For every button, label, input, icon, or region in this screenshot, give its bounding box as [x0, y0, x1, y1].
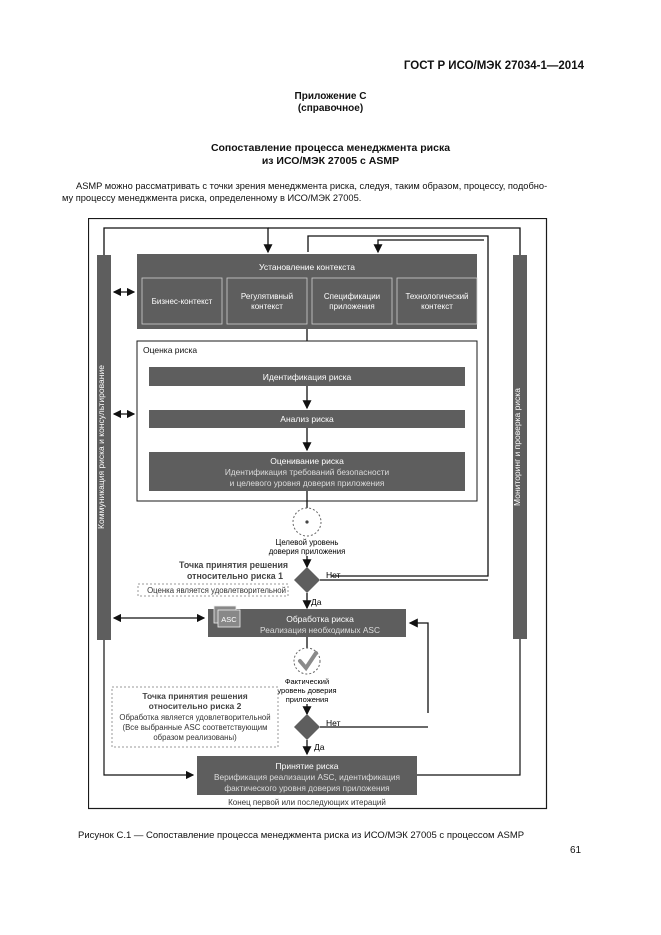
acceptance-line2: фактического уровня доверия приложения: [224, 783, 389, 793]
actual-level-line3: приложения: [286, 695, 329, 704]
context-box-3-label-0: Технологический: [405, 292, 468, 301]
communication-label: Коммуникация риска и консультирование: [96, 365, 106, 529]
evaluation-line2: и целевого уровня доверия приложения: [230, 478, 385, 488]
decision1-no-label: Нет: [326, 570, 341, 580]
monitoring-bar: [513, 255, 527, 639]
decision2-condition2: (Все выбранные ASC соответствующим: [123, 723, 268, 732]
context-box-2-label-0: Спецификации: [324, 292, 380, 301]
intro-line1: ASMP можно рассматривать с точки зрения …: [76, 181, 548, 191]
evaluation-line1: Идентификация требований безопасности: [225, 467, 390, 477]
appendix-title: Приложение С: [294, 91, 367, 102]
loop-right-top: [268, 227, 521, 255]
target-level-line2: доверия приложения: [269, 547, 346, 556]
treatment-box: [208, 609, 406, 637]
decision2-no-label: Нет: [326, 718, 341, 728]
context-box-2: [311, 277, 393, 325]
decision2-frame: [111, 686, 279, 748]
treatment-title: Обработка риска: [286, 614, 354, 624]
intro-line2: му процессу менеджмента риска, определен…: [62, 193, 362, 203]
decision2-condition3: образом реализованы): [153, 733, 237, 742]
asc-badge: [217, 609, 241, 628]
decision1-title2: относительно риска 1: [187, 571, 283, 581]
decision1-yes-label: Да: [311, 597, 322, 607]
decision2-condition1: Обработка является удовлетворительной: [119, 713, 270, 722]
assessment-label: Оценка риска: [143, 345, 197, 355]
loop-decision2-no: [408, 618, 429, 713]
decision2-yes-label: Да: [314, 742, 325, 752]
target-level-line1: Целевой уровень: [276, 538, 339, 547]
analysis-label: Анализ риска: [280, 414, 334, 424]
outer-frame: [88, 218, 548, 810]
acceptance-title: Принятие риска: [276, 761, 339, 771]
context-title: Установление контекста: [259, 262, 355, 272]
treatment-subtitle: Реализация необходимых ASC: [260, 625, 380, 635]
context-box-1-label-0: Регулятивный: [241, 292, 293, 301]
section-title-line1: Сопоставление процесса менеджмента риска: [210, 142, 451, 154]
context-box-2-label-1: приложения: [329, 302, 374, 311]
decision2-title2: относительно риска 2: [149, 701, 242, 711]
identification-box: [149, 367, 465, 386]
loop-decision1-top: [373, 239, 484, 254]
context-box-3: [396, 277, 478, 325]
context-box-0-label-0: Бизнес-контекст: [152, 297, 213, 306]
communication-bar: [97, 255, 111, 640]
risk-management-diagram: Коммуникация риска и консультирование Мо…: [88, 218, 548, 810]
analysis-box: [149, 410, 465, 428]
context-box-1: [226, 277, 308, 325]
figure-caption: Рисунок С.1 — Сопоставление процесса мен…: [78, 830, 525, 841]
loop-left-top: [103, 227, 273, 255]
context-box-3-label-1: контекст: [421, 302, 453, 311]
svg-text:ASC: ASC: [221, 615, 237, 624]
section-title-line2: из ИСО/МЭК 27005 с ASMP: [261, 155, 400, 167]
page-number: 61: [570, 845, 582, 856]
actual-level-line1: Фактический: [285, 677, 329, 686]
context-box-0: [141, 277, 223, 325]
decision1-condition: Оценка является удовлетворительной: [147, 586, 286, 595]
context-boxes: Бизнес-контекстРегулятивныйконтекстСпеци…: [141, 277, 478, 325]
monitoring-label: Мониторинг и проверка риска: [512, 388, 522, 506]
actual-level-line2: уровень доверия: [277, 686, 336, 695]
loop-decision1-no: [307, 235, 489, 577]
acceptance-link-right: [417, 639, 521, 776]
identification-label: Идентификация риска: [263, 372, 352, 382]
acceptance-box: [197, 756, 417, 795]
acceptance-link-left: [103, 640, 195, 780]
decision2-diamond: [294, 714, 320, 740]
context-box-1-label-1: контекст: [251, 302, 283, 311]
evaluation-title: Оценивание риска: [270, 456, 344, 466]
evaluation-box: [149, 452, 465, 491]
acceptance-line1: Верификация реализации ASC, идентификаци…: [214, 772, 400, 782]
check-icon: [298, 651, 318, 672]
end-label: Конец первой или последующих итераций: [228, 798, 386, 807]
decision2-title1: Точка принятия решения: [142, 691, 247, 701]
decision1-title1: Точка принятия решения: [179, 560, 288, 570]
document-code: ГОСТ Р ИСО/МЭК 27034-1—2014: [403, 60, 584, 72]
decision1-diamond: [294, 567, 320, 593]
appendix-note: (справочное): [297, 103, 364, 114]
